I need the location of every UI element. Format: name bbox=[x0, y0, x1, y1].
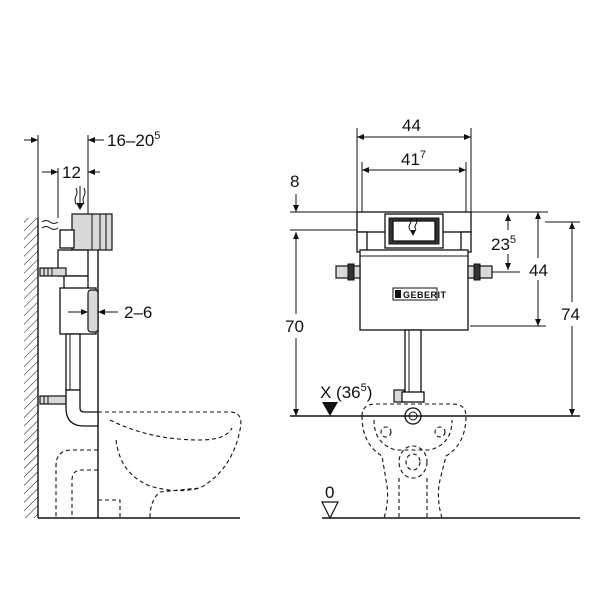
dim-arrow bbox=[76, 203, 84, 210]
wc-front-bowl-dashed bbox=[373, 419, 453, 451]
dim-arrow bbox=[410, 230, 416, 236]
dim-arrow bbox=[535, 319, 541, 326]
brand-text: GEBERIT bbox=[403, 290, 447, 300]
water-wave bbox=[74, 187, 78, 205]
wc-foot-dashed bbox=[98, 499, 121, 518]
actuator-plate bbox=[87, 289, 99, 333]
wall-hatch bbox=[24, 218, 38, 518]
side-nut-right bbox=[473, 263, 481, 281]
drain-pipe-dashed-inner bbox=[71, 469, 98, 518]
wc-fixing-hole bbox=[380, 426, 392, 438]
dim-arrow bbox=[31, 137, 38, 143]
dim-arrow bbox=[357, 134, 364, 140]
dim-arrow bbox=[535, 212, 541, 219]
dim-arrow bbox=[569, 409, 575, 416]
brand-logo-square bbox=[395, 290, 401, 298]
dim-depth-text: 16–205 bbox=[107, 130, 160, 150]
pipe-connector bbox=[401, 391, 425, 403]
x-level-marker bbox=[322, 402, 338, 416]
dim-arrow bbox=[293, 232, 299, 239]
flush-pipe-bend bbox=[65, 389, 99, 427]
flush-pipe bbox=[65, 333, 81, 391]
dim-arrow bbox=[293, 205, 299, 212]
zero-level-text: 0 bbox=[325, 483, 334, 502]
valve-connector bbox=[59, 229, 75, 249]
dim-offset-text: 12 bbox=[62, 163, 81, 182]
side-view: 16–205 12 2–6 bbox=[24, 130, 242, 519]
cistern-tank bbox=[359, 249, 469, 331]
dim-arrow bbox=[459, 167, 466, 173]
dim-arrow bbox=[362, 167, 369, 173]
x-level-text: X (365) bbox=[320, 382, 372, 402]
drain-pipe-dashed bbox=[55, 449, 98, 518]
dim-inner-width-text: 417 bbox=[401, 149, 426, 169]
label-mask bbox=[284, 314, 310, 338]
zero-level-marker bbox=[321, 501, 339, 520]
side-support-right bbox=[460, 231, 472, 253]
dim-arrow bbox=[88, 137, 95, 143]
inlet-wave bbox=[408, 217, 412, 231]
dim-flush-text: 235 bbox=[491, 234, 516, 254]
wc-bowl-inner-dashed bbox=[115, 439, 201, 492]
brand-plate bbox=[392, 287, 438, 301]
front-flush-pipe bbox=[404, 329, 422, 395]
dim-wall-text: 2–6 bbox=[124, 303, 152, 322]
dim-cistern-height-text: 44 bbox=[529, 261, 548, 280]
water-wave bbox=[82, 187, 86, 205]
dim-height-70-text: 70 bbox=[285, 317, 304, 336]
dim-arrow bbox=[505, 263, 511, 270]
dim-width-text: 44 bbox=[402, 116, 421, 135]
label-mask bbox=[560, 302, 586, 326]
wc-drain-inner-dashed bbox=[405, 453, 421, 471]
side-support-left bbox=[356, 231, 368, 253]
dim-arrow bbox=[505, 214, 511, 221]
wc-bowl-dashed bbox=[109, 419, 233, 441]
dim-height-74-text: 74 bbox=[561, 305, 580, 324]
side-nut-left bbox=[347, 263, 355, 281]
wc-fixing-hole bbox=[434, 426, 446, 438]
label-mask bbox=[528, 258, 550, 280]
wc-drain-dashed bbox=[398, 445, 428, 479]
wc-outline-dashed bbox=[98, 411, 242, 519]
wc-front-dashed-right bbox=[361, 403, 467, 519]
inlet-wave bbox=[414, 217, 418, 231]
dim-arrow bbox=[51, 169, 58, 175]
dim-arrow bbox=[88, 169, 95, 175]
dim-arrow bbox=[464, 134, 471, 140]
dim-arrow bbox=[98, 309, 105, 315]
side-inlet-waves bbox=[41, 220, 59, 230]
dim-top-text: 8 bbox=[290, 172, 299, 191]
wall-bracket-bolt bbox=[39, 267, 67, 277]
dim-arrow bbox=[569, 222, 575, 229]
front-view: 44 417 8 GEBERIT bbox=[284, 116, 586, 520]
dim-arrow bbox=[81, 309, 88, 315]
cistern-body-upper bbox=[57, 249, 89, 277]
dim-arrow bbox=[293, 409, 299, 416]
wc-front-dashed-left bbox=[361, 415, 389, 519]
